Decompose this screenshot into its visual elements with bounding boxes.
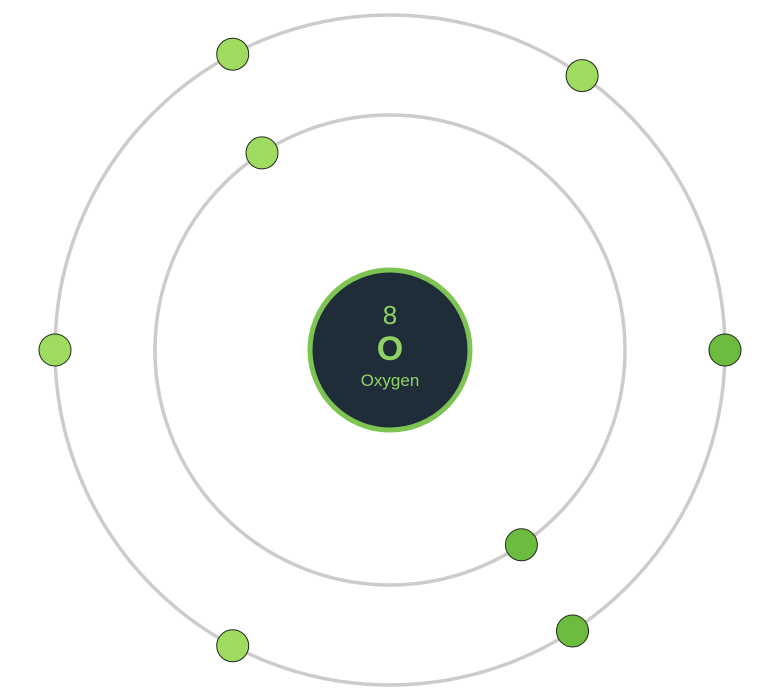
electron-shell-2-2 bbox=[565, 59, 599, 93]
element-name: Oxygen bbox=[361, 371, 420, 390]
electron-shell-2-4 bbox=[556, 614, 589, 648]
electron-shell-2-1 bbox=[216, 37, 250, 71]
electron-shell-2-6 bbox=[38, 333, 72, 367]
inner-orbit bbox=[153, 113, 627, 587]
electron-shell-1-2 bbox=[504, 528, 538, 562]
electron-shell-1-1 bbox=[245, 136, 279, 170]
element-symbol: O bbox=[377, 330, 403, 368]
nucleus: 8 O Oxygen bbox=[307, 267, 473, 433]
atomic-number: 8 bbox=[383, 300, 397, 330]
nucleus-disc bbox=[307, 267, 473, 433]
electrons-group bbox=[38, 37, 742, 663]
electron-shell-2-3 bbox=[708, 333, 742, 367]
electron-shell-2-5 bbox=[216, 629, 250, 663]
